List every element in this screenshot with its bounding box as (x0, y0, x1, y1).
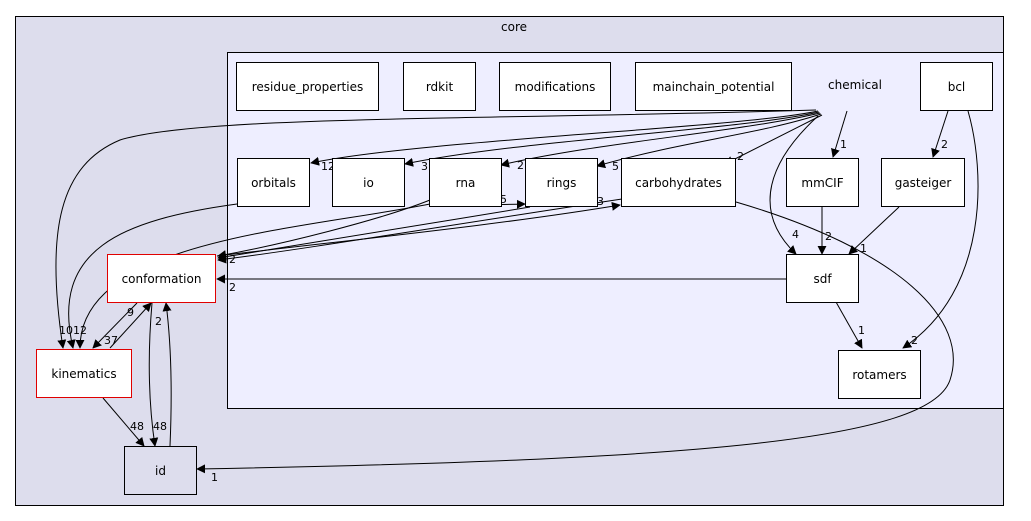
edge-kinematics-conformation (109, 302, 152, 349)
node-sdf[interactable]: sdf (786, 254, 859, 303)
edge-label: 10 (59, 324, 73, 337)
edge-label: 3 (597, 195, 604, 208)
node-bcl[interactable]: bcl (920, 62, 993, 111)
edge-id-conformation (162, 302, 172, 447)
edge-carbohydrates-id (196, 201, 954, 474)
node-rotamers[interactable]: rotamers (838, 350, 921, 399)
edge-bcl-gasteiger (931, 110, 949, 158)
edge-gasteiger-sdf (848, 206, 900, 255)
edge-label: 9 (127, 306, 134, 319)
node-mainchain-potential[interactable]: mainchain_potential (635, 62, 792, 111)
edge-label: 1 (211, 471, 218, 484)
node-io[interactable]: io (332, 158, 405, 207)
edge-label: 2 (155, 315, 162, 328)
node-conformation[interactable]: conformation (107, 254, 216, 303)
edge-label: 2 (229, 253, 236, 266)
node-modifications[interactable]: modifications (499, 62, 611, 111)
edge-label: 5 (612, 160, 619, 173)
edge-chemical-io (404, 111, 820, 167)
node-rna[interactable]: rna (429, 158, 502, 207)
edge-label: 2 (517, 159, 524, 172)
edge-carbohydrates-conformation (217, 198, 623, 264)
edge-sdf-rotamers (835, 301, 863, 349)
edge-rings-conformation (217, 206, 531, 262)
edge-label: 1 (858, 324, 865, 337)
edge-label: 48 (153, 420, 167, 433)
edge-kinematics-id (102, 397, 145, 447)
node-orbitals[interactable]: orbitals (237, 158, 310, 207)
edge-orbitals-kinematics (66, 203, 238, 349)
edge-chemical-orbitals (310, 110, 819, 166)
node-id[interactable]: id (124, 446, 197, 495)
node-rdkit[interactable]: rdkit (403, 62, 476, 111)
edge-label: 1 (860, 242, 867, 255)
edge-chemical-carbohydrates (724, 114, 823, 165)
edge-chemical-mmcif (831, 110, 848, 158)
edge-rna-conformation (217, 199, 431, 260)
cluster-chemical-label[interactable]: chemical (828, 78, 882, 92)
edge-bcl-rotamers (902, 110, 979, 349)
edge-chemical-rna (500, 112, 821, 168)
edge-label: 3 (421, 160, 428, 173)
edge-label: 2 (825, 230, 832, 243)
edge-label: 5 (500, 193, 507, 206)
node-residue-properties[interactable]: residue_properties (236, 62, 379, 111)
edge-label: 48 (130, 420, 144, 433)
edge-label: 12 (321, 160, 335, 173)
node-rings[interactable]: rings (525, 158, 598, 207)
edge-rna-kinematics (75, 203, 431, 349)
cluster-core-label: core (501, 20, 527, 34)
edge-label: 37 (104, 334, 118, 347)
edge-label: 12 (73, 324, 87, 337)
edge-chemical-sdf (769, 115, 819, 255)
edge-label: 2 (911, 334, 918, 347)
edge-label: 1 (840, 138, 847, 151)
edge-label: 2 (737, 150, 744, 163)
edge-label: 2 (229, 281, 236, 294)
node-kinematics[interactable]: kinematics (36, 349, 132, 398)
edge-label: 2 (941, 138, 948, 151)
edge-chemical-rings (596, 113, 822, 169)
edge-label: 4 (792, 228, 799, 241)
edge-chemical-kinematics (55, 109, 817, 349)
node-gasteiger[interactable]: gasteiger (881, 158, 965, 207)
edge-conformation-id (148, 302, 159, 447)
node-carbohydrates[interactable]: carbohydrates (621, 158, 736, 207)
edge-conformation-kinematics (92, 302, 138, 349)
node-mmcif[interactable]: mmCIF (786, 158, 859, 207)
